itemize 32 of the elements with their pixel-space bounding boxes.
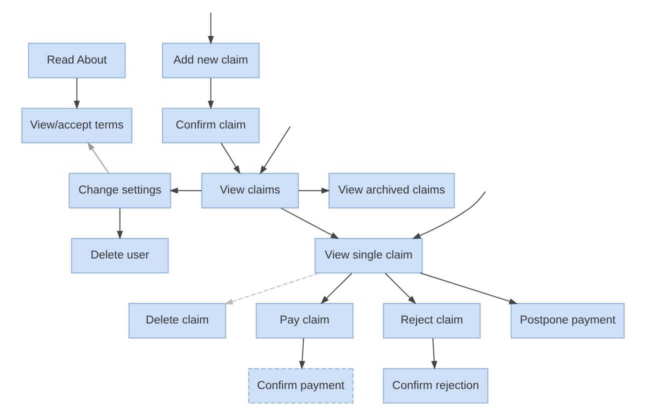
node-box: Add new claim (162, 42, 260, 78)
arrow (86, 142, 108, 174)
arrow (224, 272, 320, 304)
node-box: View single claim (314, 238, 422, 274)
node-box: Delete claim (128, 303, 226, 338)
node-box: Confirm payment (248, 368, 353, 404)
arrow (419, 272, 518, 304)
node-box: Pay claim (255, 303, 353, 338)
arrow (168, 188, 202, 194)
arrow (73, 78, 80, 110)
arrow (298, 338, 305, 370)
arrow (320, 272, 352, 304)
arrow (412, 191, 486, 240)
node-box: Read About (28, 42, 126, 78)
node-box: View claims (200, 172, 298, 208)
node-box: Confirm claim (162, 108, 260, 144)
arrow (259, 126, 290, 174)
arrow (430, 338, 437, 370)
arrow (207, 12, 214, 45)
node-box: Change settings (68, 172, 171, 208)
node-box: View/accept terms (20, 108, 132, 144)
node-box: Delete user (70, 238, 168, 274)
arrow (297, 188, 330, 194)
arrow (220, 142, 240, 174)
arrow (207, 78, 214, 110)
node-box: Confirm rejection (382, 368, 488, 404)
node-box: View archived claims (328, 172, 454, 208)
node-box: Postpone payment (510, 303, 624, 338)
arrow (384, 272, 416, 304)
arrow (116, 208, 122, 240)
node-box: Reject claim (382, 303, 480, 338)
arrow (280, 208, 339, 240)
